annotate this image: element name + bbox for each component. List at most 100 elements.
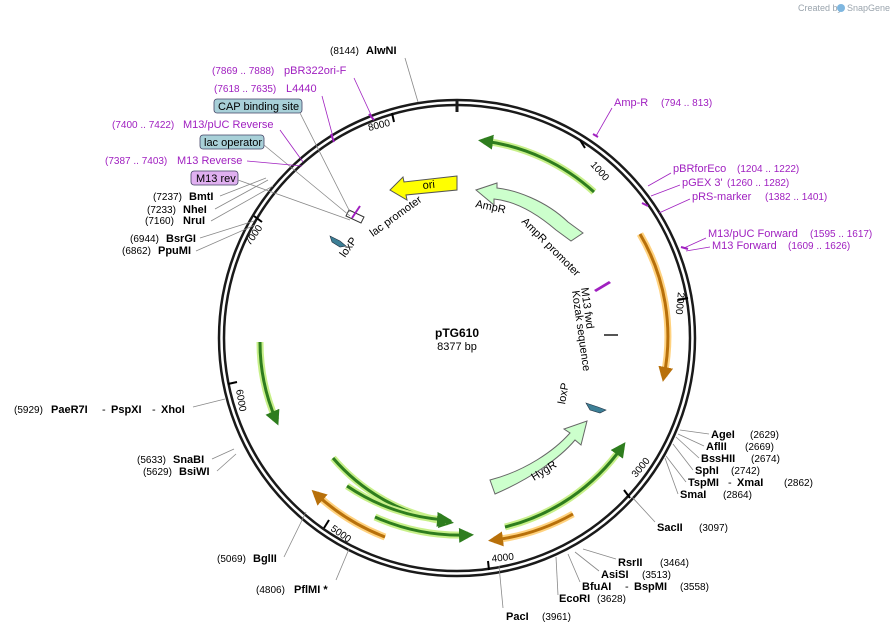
loxp-right-feature[interactable] <box>585 402 607 414</box>
m13puc-rev-name: M13/pUC Reverse <box>183 119 273 131</box>
paer7i-pos: (5929) <box>14 405 43 416</box>
primer-labels-right: Amp-R (794 .. 813) pBRforEco (1204 .. 12… <box>592 97 872 252</box>
ampr-feature[interactable] <box>474 182 584 242</box>
primer-labels-left: (7869 .. 7888) pBR322ori-F (7618 .. 7635… <box>105 65 375 221</box>
orf-right-arc[interactable] <box>638 233 674 382</box>
bsrgi-leader <box>199 220 255 239</box>
lac-operator-box[interactable] <box>199 134 265 150</box>
paer7i-leader <box>192 398 226 408</box>
sacii-name: SacII <box>657 522 683 534</box>
asisi-leader <box>574 551 600 572</box>
m13puc-fwd-name: M13/pUC Forward <box>708 228 798 240</box>
bfuai-pos: (3558) <box>680 582 709 593</box>
bsiwi-name: BsiWI <box>179 466 210 478</box>
alwni-name: AlwNI <box>366 45 397 57</box>
orf-lowright-glow <box>504 444 625 531</box>
tick-6000 <box>227 381 238 385</box>
loxp-left-feature[interactable] <box>329 235 347 248</box>
sphi-pos: (2742) <box>731 466 760 477</box>
orf-bottomleft-arc[interactable] <box>311 489 386 539</box>
created-by-text: Created by <box>798 3 843 13</box>
bmti-leader <box>219 177 267 197</box>
orf-left-arc[interactable] <box>258 341 280 426</box>
ecori-pos: (3628) <box>597 594 626 605</box>
tick-2000 <box>677 297 689 301</box>
smai-leader <box>664 457 679 495</box>
m13-rev-box[interactable] <box>190 170 239 186</box>
ori-label: ori <box>422 179 435 192</box>
nrui-leader <box>210 185 274 222</box>
tick-3000 <box>623 489 631 499</box>
orf-bottom3-arc[interactable] <box>374 515 474 543</box>
orf-bottom2-arc[interactable] <box>346 484 452 527</box>
sphi-leader <box>672 443 694 471</box>
orf-right-glow <box>636 232 672 377</box>
tick-label-8000: 8000 <box>367 118 392 134</box>
cap-binding-site-box[interactable] <box>213 98 303 114</box>
amp-r-leader <box>595 107 613 137</box>
paer7i-sep1: - <box>102 404 106 416</box>
bfuai-name: BfuAI <box>582 581 611 593</box>
pflmi-pos: (4806) <box>256 585 285 596</box>
orf-lowright-arc[interactable] <box>504 442 626 529</box>
asisi-pos: (3513) <box>642 570 671 581</box>
m13-rev-feature-mark <box>351 205 361 219</box>
tick-label-2000: 2000 <box>673 292 686 316</box>
asisi-name: AsiSI <box>601 569 629 581</box>
rsrii-leader <box>582 548 617 560</box>
bsshii-leader <box>675 436 700 459</box>
m13-fwd-name: M13 Forward <box>712 240 777 252</box>
pgex3-leader <box>650 184 681 197</box>
prs-leader <box>658 198 691 214</box>
snapgene-logo-icon <box>837 4 845 12</box>
orf-top-arc[interactable] <box>478 134 596 194</box>
pflmi-leader <box>335 548 350 581</box>
m13puc-fwd-leader <box>683 237 707 249</box>
aflii-leader <box>677 433 705 447</box>
pbrforeco-leader <box>647 172 672 187</box>
ori-feature[interactable] <box>389 175 458 201</box>
tspmi-pos: (2862) <box>784 478 813 489</box>
amp-r-range: (794 .. 813) <box>661 98 712 109</box>
bglii-leader <box>283 511 307 558</box>
tick-5000 <box>323 519 330 529</box>
lac-operator-label: lac operator <box>204 137 262 149</box>
pbr322ori-range: (7869 .. 7888) <box>212 66 274 77</box>
snabi-pos: (5633) <box>137 455 166 466</box>
amp-r-name: Amp-R <box>614 97 648 109</box>
tick-1000 <box>579 139 586 149</box>
m13-fwd-label: M13 fwd <box>578 287 596 330</box>
plasmid-name: pTG610 <box>435 326 479 340</box>
loxp-left-label: loxP <box>338 235 360 259</box>
pbrforeco-range: (1204 .. 1222) <box>737 164 799 175</box>
prs-range: (1382 .. 1401) <box>765 192 827 203</box>
tick-4000 <box>487 560 490 571</box>
paer7i-name: PaeR7I <box>51 404 88 416</box>
rsrii-name: RsrII <box>618 557 642 569</box>
rsrii-pos: (3464) <box>660 558 689 569</box>
snabi-leader <box>211 448 235 460</box>
bsshii-pos: (2674) <box>751 454 780 465</box>
orf-orange2-arc[interactable] <box>488 512 574 547</box>
tick-label-1000: 1000 <box>588 160 611 184</box>
m13-fwd-leader <box>685 246 711 252</box>
bmti-name: BmtI <box>189 191 213 203</box>
nrui-pos: (7160) <box>145 216 174 227</box>
agei-leader <box>679 429 710 435</box>
xhoi-name: XhoI <box>161 404 185 416</box>
m13-fwd-feature[interactable] <box>594 281 611 292</box>
lac-promoter-label: lac promoter <box>368 194 425 240</box>
bsshii-name: BssHII <box>701 453 735 465</box>
brand-name: SnapGene <box>847 3 890 13</box>
pflmi-name: PflMI * <box>294 584 328 596</box>
pgex3-name: pGEX 3' <box>682 177 723 189</box>
snabi-name: SnaBI <box>173 454 204 466</box>
agei-name: AgeI <box>711 429 735 441</box>
m13rev-box-leader <box>237 179 351 221</box>
hygr-feature[interactable] <box>489 420 588 495</box>
scale-ticks: 1000 2000 3000 4000 5000 6000 7000 8000 <box>227 112 689 571</box>
bspmi-name: BspMI <box>634 581 667 593</box>
tick-8000 <box>391 112 395 123</box>
amp-r-mark <box>592 133 599 138</box>
tspmi-sep: - <box>728 477 732 489</box>
